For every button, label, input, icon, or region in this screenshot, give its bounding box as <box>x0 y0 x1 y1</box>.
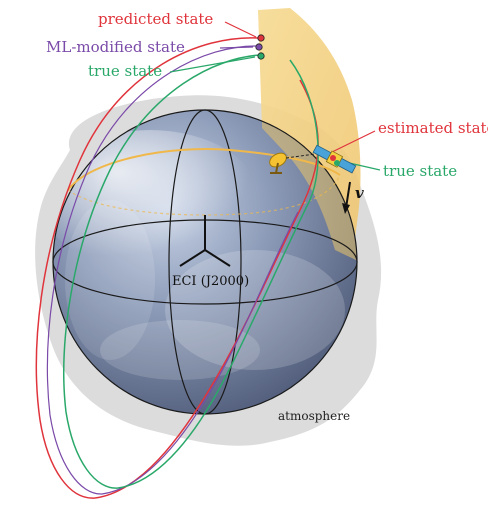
atmosphere-label: atmosphere <box>278 409 350 423</box>
true-orbit <box>63 54 319 489</box>
true-state-dot-right <box>334 160 340 166</box>
predicted-state-label: predicted state <box>98 10 213 28</box>
velocity-label: v <box>355 184 364 202</box>
ground-antenna-icon <box>269 152 287 174</box>
estimated-state-label: estimated state <box>378 119 488 137</box>
ml-modified-state-dot <box>255 43 263 51</box>
predicted-orbit <box>35 37 319 499</box>
ml-modified-orbit <box>46 45 299 495</box>
predicted-state-dot <box>257 34 265 42</box>
true-state-label-right: true state <box>383 162 457 180</box>
axes-icon <box>179 215 231 267</box>
latitude-orbit-back <box>67 174 341 216</box>
frame-label: ECI (J2000) <box>172 274 249 289</box>
latitude-orbit <box>67 148 341 191</box>
velocity-arrow <box>342 181 351 214</box>
true-state-dot-top <box>257 52 265 60</box>
ml-modified-state-label: ML-modified state <box>46 38 185 56</box>
true-state-label-top: true state <box>88 62 162 80</box>
estimated-state-dot <box>330 155 336 161</box>
